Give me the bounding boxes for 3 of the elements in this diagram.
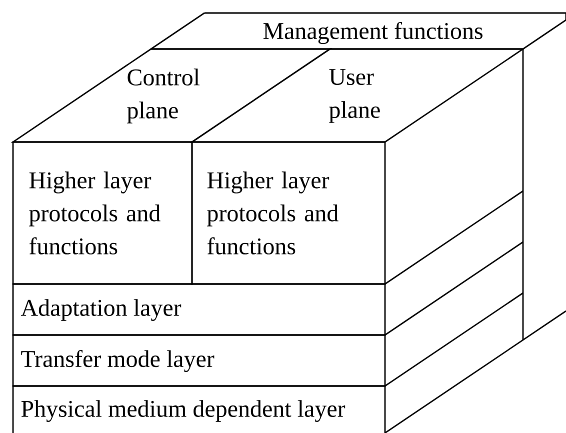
management-slab: Management functions: [150, 12, 566, 50]
protocol-box: Higher layer protocols and functions: [12, 141, 193, 285]
protocol-box: Higher layer protocols and functions: [191, 141, 386, 285]
